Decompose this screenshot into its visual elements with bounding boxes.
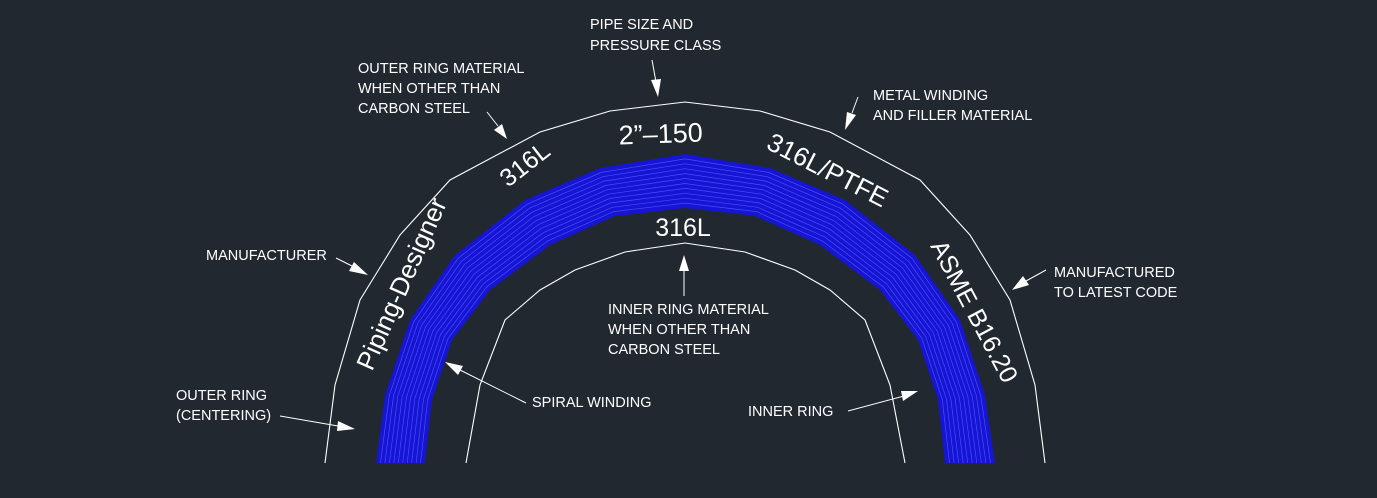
outer-ring-material-label: OUTER RING MATERIAL WHEN OTHER THAN CARB… (358, 61, 528, 117)
pipe-size-arrow (651, 59, 661, 97)
latest-code-label: MANUFACTURED TO LATEST CODE (1054, 265, 1179, 301)
winding-line (380, 158, 991, 464)
inner-ring-material-label: INNER RING MATERIAL WHEN OTHER THAN CARB… (608, 302, 772, 358)
winding-line (397, 178, 973, 464)
inner-ring-material-mark: 316L (655, 214, 711, 242)
spiral-winding-lines (380, 158, 991, 464)
inner-ring-inner-edge (465, 242, 906, 464)
metal-winding-label: METAL WINDING AND FILLER MATERIAL (873, 88, 1032, 124)
inner-ring-label: INNER RING (748, 404, 833, 420)
winding-line (411, 192, 959, 464)
outer-ring-arrow (279, 415, 355, 431)
manufacturer-label: MANUFACTURER (206, 248, 327, 264)
winding-line (402, 183, 969, 464)
metal-winding-arrow (845, 96, 859, 130)
pipe-size-label: PIPE SIZE AND PRESSURE CLASS (590, 17, 721, 54)
callout-labels: PIPE SIZE AND PRESSURE CLASS OUTER RING … (176, 17, 1179, 424)
spiral-winding-arrow (445, 362, 527, 404)
outer-ring-material-arrow (486, 111, 507, 139)
inner-ring-material-arrow (679, 255, 689, 296)
latest-code-arrow (1012, 269, 1047, 290)
manufacturer-arrow (335, 257, 368, 275)
winding-line (393, 173, 978, 464)
outer-ring-label: OUTER RING (CENTERING) (176, 388, 271, 424)
winding-line (384, 163, 987, 464)
winding-line (415, 197, 955, 464)
outer-ring-material-mark: 316L (494, 136, 555, 192)
leader-arrows (279, 59, 1047, 431)
winding-line (406, 188, 964, 464)
outer-ring-outer-edge (324, 101, 1046, 464)
gasket-drawing (324, 101, 1046, 464)
spiral-winding-label: SPIRAL WINDING (532, 395, 652, 411)
winding-line (389, 168, 982, 464)
size-class-mark: 2”–150 (618, 118, 703, 151)
inner-ring-arrow (847, 391, 918, 412)
winding-line (420, 202, 950, 464)
